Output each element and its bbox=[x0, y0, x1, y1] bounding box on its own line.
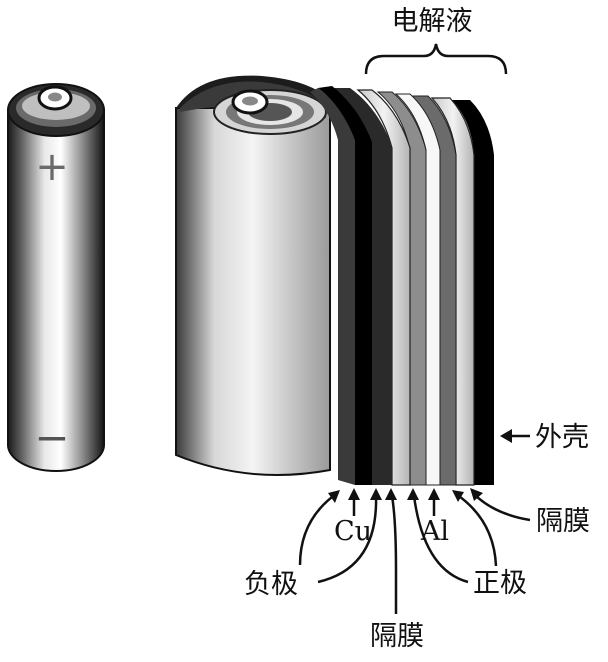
separator-right-label: 隔膜 bbox=[536, 506, 590, 537]
electrode-layers bbox=[310, 86, 494, 486]
layer-aluminum-foil bbox=[394, 93, 441, 486]
battery-cutaway bbox=[175, 75, 494, 486]
layer-anode bbox=[334, 88, 392, 485]
layer-cathode-inner bbox=[376, 91, 427, 486]
layer-copper-foil bbox=[318, 86, 372, 485]
layer-separator-outer bbox=[430, 97, 475, 486]
terminal-nub bbox=[231, 89, 269, 115]
layer-outer-shell bbox=[452, 100, 494, 485]
layer-anode-inner bbox=[310, 88, 355, 485]
separator-right-arrow bbox=[470, 488, 531, 522]
electrolyte-brace bbox=[364, 43, 508, 75]
copper-arrow bbox=[348, 488, 360, 516]
aa-battery: + − bbox=[7, 83, 105, 472]
terminal-nub bbox=[37, 85, 73, 111]
plus-terminal-label: + bbox=[35, 144, 69, 190]
minus-terminal-label: − bbox=[34, 413, 69, 462]
electrolyte-label: 电解液 bbox=[392, 6, 473, 37]
separator-bottom-arrow bbox=[385, 488, 398, 614]
layer-separator-middle bbox=[356, 89, 411, 486]
separator-bottom-label: 隔膜 bbox=[370, 621, 424, 652]
shell-label: 外壳 bbox=[535, 422, 589, 453]
negative-electrode-arrows bbox=[298, 488, 382, 584]
positive-electrode-arrows bbox=[407, 488, 498, 584]
aluminum-arrow bbox=[428, 488, 440, 516]
shell-arrow bbox=[500, 429, 530, 443]
aluminum-label: Al bbox=[420, 516, 449, 547]
negative-electrode-label: 负极 bbox=[244, 569, 298, 600]
copper-label: Cu bbox=[334, 516, 372, 547]
positive-electrode-label: 正极 bbox=[473, 568, 527, 599]
battery-outer-cylinder bbox=[175, 75, 331, 476]
